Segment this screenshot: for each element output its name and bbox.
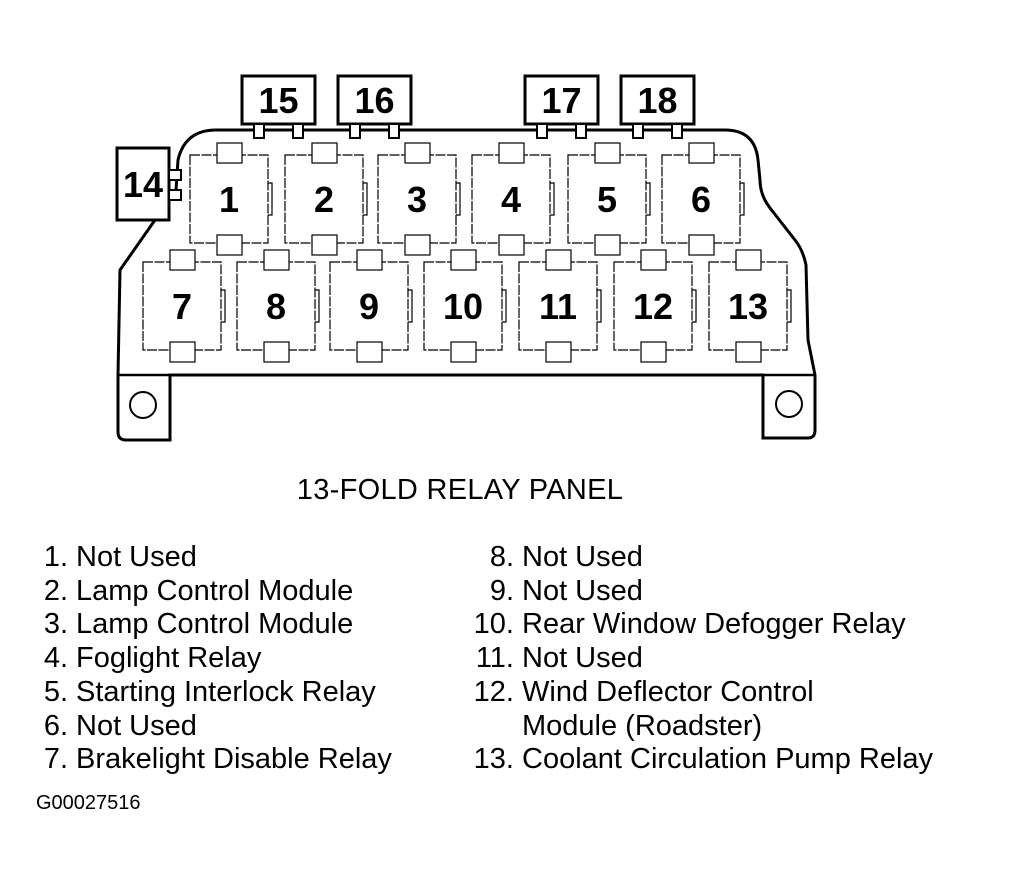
relay-slot-13: 13 — [708, 249, 792, 363]
legend-item-label: Module (Roadster) — [522, 709, 763, 742]
legend-item-number: 7. — [43, 743, 68, 776]
legend-item: 12.Wind Deflector Control — [462, 676, 933, 710]
legend-item: 2.Lamp Control Module — [36, 575, 392, 609]
relay-slot-11: 11 — [518, 249, 602, 363]
legend-item-number: 8. — [489, 541, 514, 573]
relay-slot-number: 8 — [266, 286, 286, 327]
legend-item-number: 10. — [473, 608, 514, 641]
legend-item-number: 6. — [43, 709, 68, 742]
fuse-tab-number: 17 — [541, 80, 581, 121]
legend-item-label: Rear Window Defogger Relay — [522, 608, 906, 641]
legend-item: 4.Foglight Relay — [36, 642, 392, 676]
legend-item-label: Not Used — [76, 709, 197, 742]
legend-item-number: 12. — [473, 675, 514, 708]
legend-item: 10.Rear Window Defogger Relay — [462, 608, 933, 642]
relay-slot-1: 1 — [189, 142, 273, 256]
fuse-tab-number: 15 — [258, 80, 298, 121]
legend-item: 7.Brakelight Disable Relay — [36, 743, 392, 777]
legend-item: 5.Starting Interlock Relay — [36, 676, 392, 710]
fuse-tab-14: 14 — [115, 146, 182, 222]
relay-slot-8: 8 — [236, 249, 320, 363]
relay-slot-2: 2 — [284, 142, 368, 256]
fuse-tab-number: 14 — [123, 164, 163, 205]
legend-item-label: Starting Interlock Relay — [76, 675, 376, 708]
relay-slot-3: 3 — [377, 142, 461, 256]
relay-slot-number: 9 — [359, 286, 379, 327]
relay-slot-number: 12 — [633, 286, 673, 327]
mounting-hole-right — [775, 390, 803, 418]
legend-item-number: 3. — [43, 608, 68, 641]
fuse-tab-16: 16 — [336, 74, 413, 139]
legend-item-label: Not Used — [522, 541, 643, 573]
legend-item-label: Lamp Control Module — [76, 574, 354, 607]
fuse-tab-15: 15 — [240, 74, 317, 139]
fuse-tab-18: 18 — [619, 74, 696, 139]
relay-slot-10: 10 — [423, 249, 507, 363]
legend-item-number: 1. — [43, 541, 68, 573]
relay-slot-number: 11 — [539, 286, 577, 327]
relay-slot-number: 4 — [501, 179, 521, 220]
legend-item-number: 5. — [43, 675, 68, 708]
legend-item-label: Wind Deflector Control — [522, 675, 814, 708]
fuse-tab-number: 16 — [354, 80, 394, 121]
legend-item-number: 4. — [43, 642, 68, 675]
mounting-hole-left — [129, 391, 157, 419]
fuse-tab-number: 18 — [637, 80, 677, 121]
diagram-title: 13-FOLD RELAY PANEL — [296, 474, 624, 506]
legend-item: 8.Not Used — [462, 541, 933, 575]
legend-item-number: 2. — [43, 574, 68, 607]
relay-slot-12: 12 — [613, 249, 697, 363]
relay-slot-number: 7 — [172, 286, 192, 327]
legend-item-label: Brakelight Disable Relay — [76, 743, 392, 776]
fuse-tab-17: 17 — [523, 74, 600, 139]
legend-item: 1.Not Used — [36, 541, 392, 575]
relay-slot-9: 9 — [329, 249, 413, 363]
relay-slot-number: 10 — [443, 286, 483, 327]
relay-slot-number: 6 — [691, 179, 711, 220]
relay-slot-number: 1 — [219, 179, 239, 220]
legend-item-label: Not Used — [522, 574, 643, 607]
legend-item: 3.Lamp Control Module — [36, 608, 392, 642]
relay-slot-number: 13 — [728, 286, 768, 327]
legend-item-label: Not Used — [522, 642, 643, 675]
figure-code: G00027516 — [36, 792, 141, 814]
relay-slot-5: 5 — [567, 142, 651, 256]
legend-item-label: Foglight Relay — [76, 642, 262, 675]
relay-slot-number: 3 — [407, 179, 427, 220]
legend-item: 6.Not Used — [36, 710, 392, 744]
legend-item-number — [462, 710, 522, 744]
legend-item: 13.Coolant Circulation Pump Relay — [462, 743, 933, 777]
relay-slot-number: 2 — [314, 179, 334, 220]
panel-outline — [116, 128, 817, 442]
relay-slot-6: 6 — [661, 142, 745, 256]
relay-slot-4: 4 — [471, 142, 555, 256]
legend-item: Module (Roadster) — [462, 710, 933, 744]
relay-slot-7: 7 — [142, 249, 226, 363]
legend-item-number: 11. — [475, 642, 514, 675]
legend-item-label: Not Used — [76, 541, 197, 573]
legend-item-label: Lamp Control Module — [76, 608, 354, 641]
legend-item-label: Coolant Circulation Pump Relay — [522, 743, 934, 776]
relay-slot-number: 5 — [597, 179, 617, 220]
legend-item: 9.Not Used — [462, 575, 933, 609]
legend-item-number: 13. — [473, 743, 514, 776]
legend-item: 11.Not Used — [462, 642, 933, 676]
legend-item-number: 9. — [489, 574, 514, 607]
